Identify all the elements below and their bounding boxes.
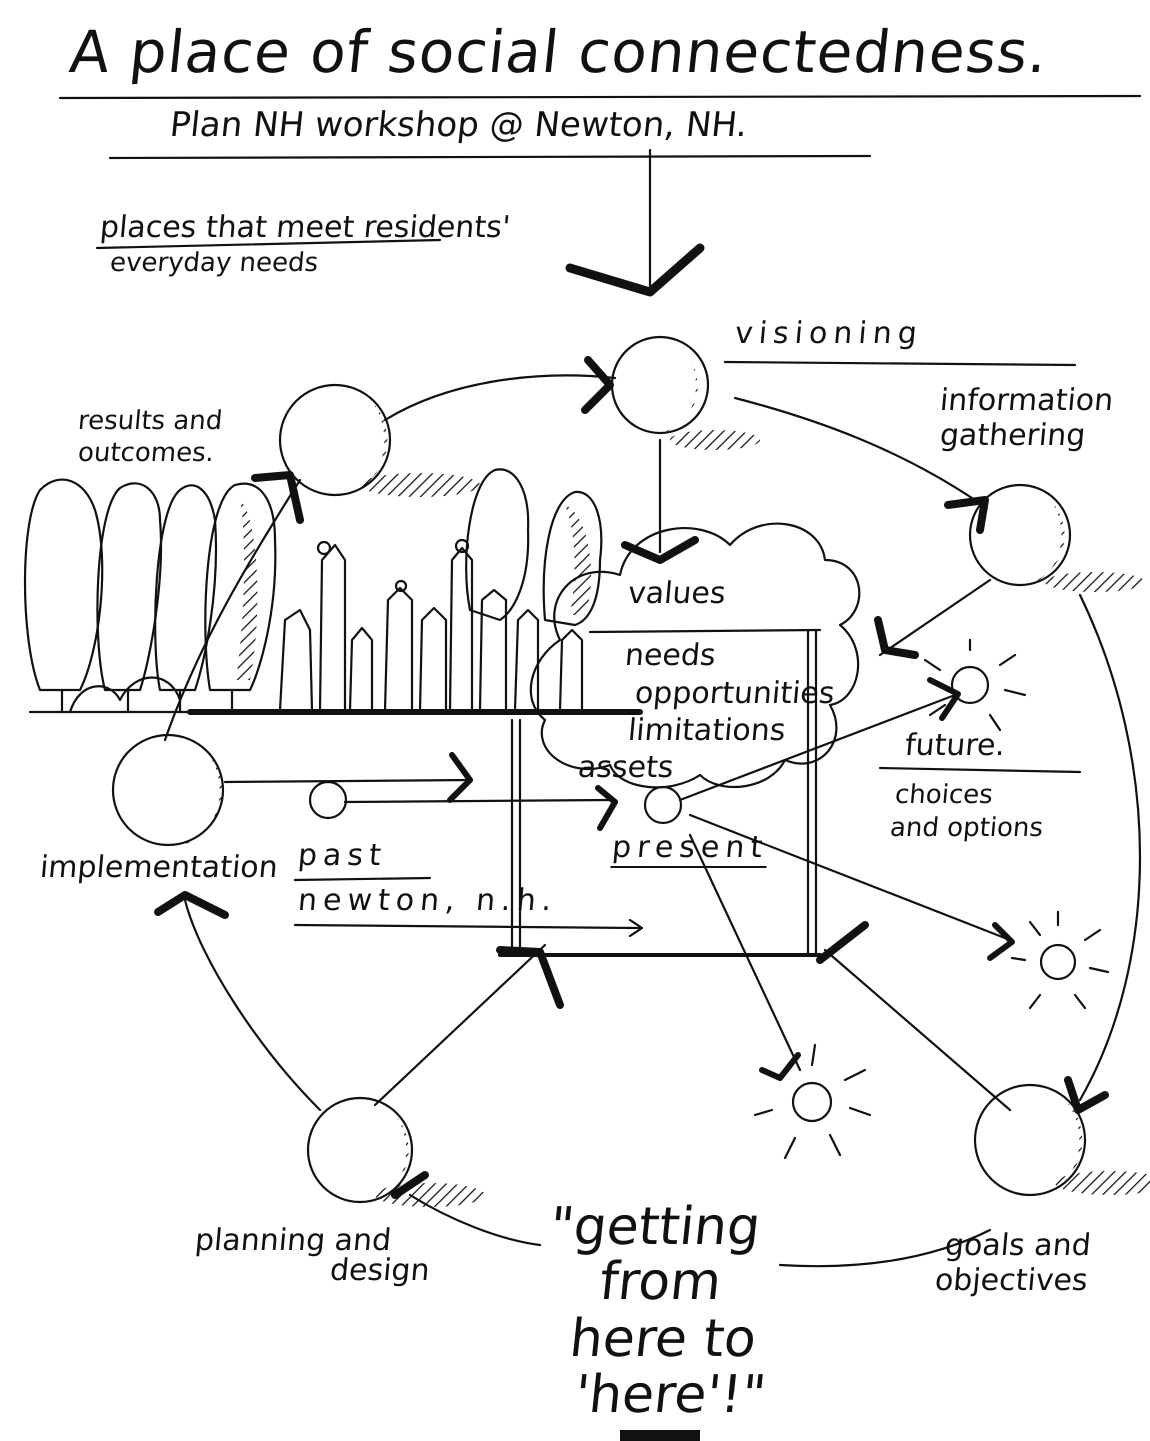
- crowd: [278, 543, 584, 712]
- timeline-future: future.: [903, 728, 1007, 763]
- arrow-impl-present: [223, 778, 472, 784]
- tree-2: [96, 482, 163, 692]
- label-objectives: objectives: [933, 1263, 1090, 1298]
- label-visioning: visioning: [733, 316, 925, 351]
- future-underline: [878, 766, 1082, 774]
- tagline-line-1: "getting: [546, 1197, 764, 1257]
- timeline-options: and options: [888, 813, 1045, 843]
- cloud-item-limitations: limitations: [626, 713, 788, 748]
- tree-trunk-lines: [60, 688, 234, 714]
- node-present: [643, 785, 683, 825]
- link-results-visioning: [383, 374, 617, 422]
- tree-5: [465, 468, 530, 622]
- sun-choices: [1039, 943, 1077, 981]
- past-underline: [293, 876, 432, 882]
- label-outcomes: outcomes.: [76, 438, 216, 468]
- sun-future: [950, 665, 990, 705]
- shadow-goals: [1055, 1171, 1150, 1195]
- timeline-past: past: [296, 838, 389, 873]
- shade-tree-4: [236, 500, 258, 680]
- shadow-results: [360, 473, 480, 497]
- arrow-impl-present-head: [447, 752, 473, 803]
- link-visioning-info: [733, 396, 977, 502]
- shade-info: [1020, 500, 1065, 586]
- arrow-planning-rail: [496, 946, 564, 1009]
- node-past: [308, 780, 348, 820]
- label-design: design: [328, 1253, 432, 1288]
- arrow-present-sun2-head: [987, 922, 1015, 961]
- arrow-implementation: [154, 891, 229, 919]
- center-arrow-head: [621, 536, 699, 564]
- link-planning-rail: [373, 943, 547, 1107]
- label-implementation: implementation: [38, 850, 280, 885]
- arrow-future-a: [874, 616, 919, 659]
- page-title: A place of social connectedness.: [66, 18, 1052, 86]
- shade-implementation: [168, 750, 223, 846]
- label-gathering: gathering: [938, 418, 1087, 453]
- label-planning: planning and: [193, 1223, 393, 1258]
- link-goals-tagline: [778, 1228, 992, 1268]
- arrow-newton-head: [628, 918, 644, 938]
- tree-1: [23, 478, 104, 692]
- arrow-past-present-head: [595, 785, 618, 831]
- shadow-planning: [375, 1183, 485, 1207]
- bushes: [68, 676, 182, 714]
- values-cloud: [529, 522, 861, 789]
- note-underline: [95, 238, 442, 250]
- sun-choices-rays: [1010, 910, 1110, 1010]
- bottom-bar: [620, 1430, 700, 1441]
- tree-3: [154, 484, 218, 692]
- sun-goals-rays: [753, 1043, 872, 1160]
- tagline-line-4: 'here'!": [571, 1365, 769, 1425]
- arrow-visioning: [581, 356, 614, 414]
- cloud-item-opportunities: opportunities: [633, 676, 837, 711]
- tree-6: [542, 490, 603, 627]
- arrow-present-future-head: [927, 677, 961, 721]
- arrow-newton-line: [293, 923, 642, 930]
- timeline-choices: choices: [893, 780, 995, 810]
- crowd-heads: [316, 538, 470, 593]
- tagline-line-3: here to: [566, 1309, 760, 1369]
- sun-future-rays: [923, 638, 1027, 732]
- arrow-present-sun3: [688, 833, 802, 1072]
- arrow-goals-rail: [816, 921, 869, 964]
- arrow-present-sun2: [688, 813, 1012, 942]
- title-underline: [58, 94, 1142, 100]
- arrow-past-present: [343, 798, 612, 804]
- arrow-goals: [1064, 1076, 1109, 1114]
- label-results: results and: [76, 406, 224, 436]
- tree-4: [204, 482, 277, 692]
- cloud-item-assets: assets: [576, 750, 676, 785]
- rail-top: [588, 628, 822, 634]
- node-visioning: [610, 335, 710, 435]
- visioning-underline: [723, 360, 1077, 367]
- timeline-place: newton, n.h.: [296, 883, 559, 918]
- cloud-item-needs: needs: [623, 638, 718, 673]
- link-info-goals: [1078, 593, 1142, 1102]
- arrow-present-sun3-head: [759, 1052, 801, 1081]
- cloud-item-values: values: [626, 576, 728, 611]
- top-arrow-head: [565, 243, 705, 297]
- tagline-line-2: from: [596, 1252, 725, 1312]
- workshop-subtitle: Plan NH workshop @ Newton, NH.: [167, 105, 750, 145]
- node-info: [968, 483, 1072, 587]
- link-goals-rail: [823, 948, 1012, 1112]
- label-information: information: [938, 383, 1115, 418]
- timeline-present: present: [610, 830, 770, 868]
- arrow-results: [251, 471, 304, 524]
- shadow-visioning: [670, 430, 760, 450]
- link-planning-implementation: [183, 898, 322, 1112]
- note-line-1: places that meet residents': [98, 210, 512, 245]
- shade-tree-6: [565, 505, 592, 615]
- arrow-present-future: [678, 693, 957, 802]
- info-to-future: [878, 578, 992, 657]
- note-line-2: everyday needs: [108, 248, 320, 278]
- subtitle-underline: [108, 154, 872, 160]
- shadow-info: [1045, 572, 1145, 592]
- sun-goals: [791, 1081, 833, 1123]
- label-goals: goals and: [943, 1228, 1093, 1263]
